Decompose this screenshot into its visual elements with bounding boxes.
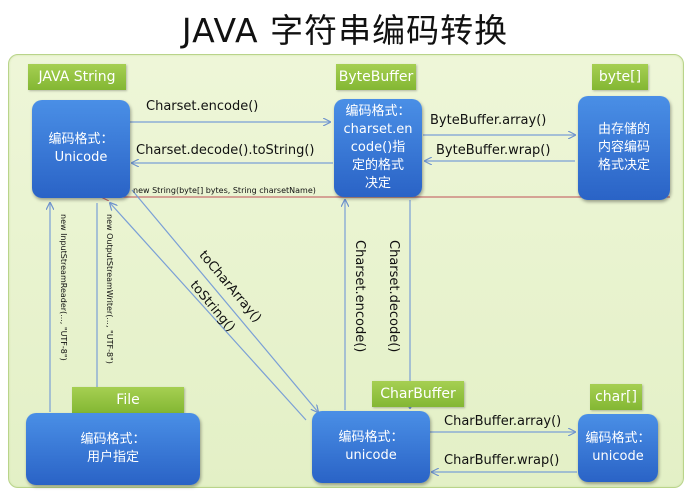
label-bytebuffer-wrap: ByteBuffer.wrap() <box>436 143 551 158</box>
node-byte-array: 由存储的 内容编码 格式决定 <box>578 96 670 200</box>
tag-file: File <box>72 387 184 413</box>
label-cb-charset-decode: Charset.decode() <box>386 240 401 353</box>
arrow-to-char-array <box>131 189 318 412</box>
node-java-string-text: 编码格式： Unicode <box>48 132 114 165</box>
node-bytebuffer: 编码格式： charset.en code()指 定的格式 决定 <box>334 99 422 197</box>
node-char-array-text: 编码格式： unicode <box>585 431 651 464</box>
label-charset-decode-tostring: Charset.decode().toString() <box>136 143 315 158</box>
label-charset-encode: Charset.encode() <box>146 99 259 114</box>
node-file-text: 编码格式： 用户指定 <box>80 432 146 465</box>
node-charbuffer: 编码格式： unicode <box>312 411 430 483</box>
tag-byte-array: byte[] <box>592 64 648 90</box>
node-char-array: 编码格式： unicode <box>578 414 658 482</box>
label-output-stream-writer: new OutputStreamWriter(..., "UTF-8") <box>105 214 114 364</box>
label-cb-charset-encode: Charset.encode() <box>352 240 367 353</box>
label-charbuffer-array: CharBuffer.array() <box>444 414 562 429</box>
node-byte-array-text: 由存储的 内容编码 格式决定 <box>597 122 650 173</box>
label-new-string: new String(byte[] bytes, String charsetN… <box>133 186 316 195</box>
node-file: 编码格式： 用户指定 <box>26 413 200 485</box>
node-java-string: 编码格式： Unicode <box>32 100 130 198</box>
node-charbuffer-text: 编码格式： unicode <box>338 430 404 463</box>
label-input-stream-reader: new InputStreamReader(..., "UTF-8") <box>59 214 68 361</box>
label-charbuffer-wrap: CharBuffer.wrap() <box>444 453 560 468</box>
tag-charbuffer: CharBuffer <box>372 381 464 407</box>
node-bytebuffer-text: 编码格式： charset.en code()指 定的格式 决定 <box>343 104 413 191</box>
label-bytebuffer-array: ByteBuffer.array() <box>430 113 547 128</box>
arrow-to-string <box>110 203 307 421</box>
tag-char-array: char[] <box>590 384 642 410</box>
tag-bytebuffer: ByteBuffer <box>336 64 416 90</box>
page-title: JAVA 字符串编码转换 <box>181 11 509 50</box>
tag-java-string: JAVA String <box>28 64 126 90</box>
